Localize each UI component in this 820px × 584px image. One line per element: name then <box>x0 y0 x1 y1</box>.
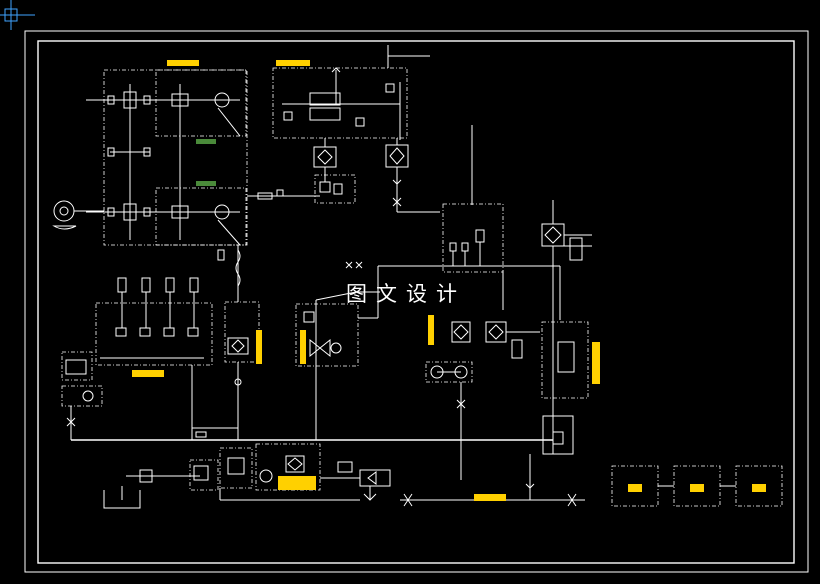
tank-icon <box>103 469 200 509</box>
gearbox-assembly <box>86 60 248 246</box>
filter-gauge-right <box>485 321 540 359</box>
gauge-icon <box>541 200 592 261</box>
pump-bank <box>95 277 213 377</box>
bottom-pump-group <box>189 443 360 501</box>
motor-icon <box>52 200 104 230</box>
pump-icon <box>224 245 262 440</box>
filter-icon <box>313 138 409 168</box>
control-valve-block <box>272 45 430 140</box>
bottom-check-valves <box>320 461 391 501</box>
pump-motor-center <box>425 315 473 480</box>
cabinet-row <box>611 465 783 507</box>
crosshair-icon <box>0 0 35 30</box>
accumulator-icon <box>314 167 356 204</box>
cabinet-right <box>541 321 600 455</box>
watermark-text: 图文设计 <box>346 282 466 306</box>
outer-frame <box>24 30 809 573</box>
valve-manifold <box>378 203 560 273</box>
return-filter-left <box>61 351 103 440</box>
valve-icon <box>295 291 380 440</box>
inner-frame <box>37 40 795 564</box>
